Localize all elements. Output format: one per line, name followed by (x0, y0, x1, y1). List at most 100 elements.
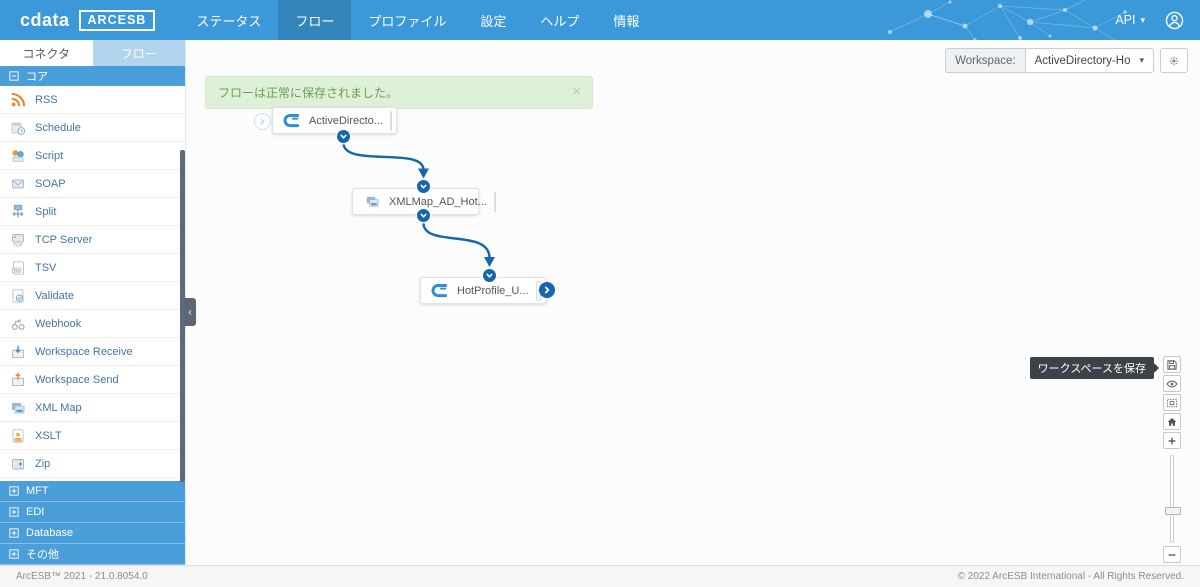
save-workspace-button[interactable] (1163, 356, 1181, 373)
workspace-bar: Workspace: ActiveDirectory-Ho ▾ (945, 48, 1188, 73)
nav-item[interactable]: ヘルプ (540, 13, 580, 29)
connector-item[interactable]: Split (0, 198, 185, 226)
flow-node-activedirectory[interactable]: ActiveDirecto... (272, 107, 397, 134)
connector-label: Webhook (35, 317, 82, 330)
connector-item[interactable]: Zip (0, 450, 185, 478)
flow-node-xmlmap[interactable]: XMLMap_AD_Hot... (352, 188, 496, 215)
connector-item[interactable]: Schedule (0, 114, 185, 142)
node-button-group (389, 110, 392, 131)
navbar-right: API ▾ (1115, 0, 1184, 40)
brand-logo[interactable]: cdata ARCESB (0, 9, 179, 31)
sidebar-section-core[interactable]: コア (0, 66, 185, 86)
eye-icon (1166, 378, 1178, 390)
workspace-label: Workspace: (945, 48, 1025, 73)
connector-icon (10, 400, 26, 416)
fit-view-button[interactable] (1163, 394, 1181, 411)
alert-close-button[interactable]: × (572, 83, 581, 100)
sidebar-section-collapsed[interactable]: その他 (0, 544, 185, 565)
canvas-toolbar: ワークスペースを保存 (1029, 356, 1181, 565)
api-dropdown[interactable]: API ▾ (1115, 13, 1145, 27)
nav-item[interactable]: 設定 (480, 13, 507, 29)
workspace-settings-button[interactable] (1160, 48, 1188, 73)
workspace-select[interactable]: ActiveDirectory-Ho ▾ (1024, 48, 1154, 73)
node-label: ActiveDirecto... (309, 114, 383, 127)
connector-item[interactable]: Validate (0, 282, 185, 310)
trigger-port[interactable] (254, 113, 271, 130)
footer: ArcESB™ 2021 - 21.0.8054.0 © 2022 ArcESB… (0, 565, 1200, 587)
sidebar-collapse-handle[interactable]: ‹ (184, 298, 196, 326)
connector-item[interactable]: XML Map (0, 394, 185, 422)
connector-item[interactable]: SOAP (0, 170, 185, 198)
home-icon (1166, 416, 1178, 428)
node-settings-button[interactable] (495, 193, 496, 211)
connector-label: RSS (35, 93, 58, 106)
minus-icon (1166, 549, 1178, 561)
output-port-down[interactable] (417, 209, 430, 222)
connector-icon (10, 148, 26, 164)
zoom-out-button[interactable] (1163, 546, 1181, 563)
section-label: EDI (26, 506, 45, 518)
output-port-right[interactable] (539, 282, 555, 298)
connector-item[interactable]: Webhook (0, 310, 185, 338)
sidebar-tab[interactable]: コネクタ (0, 40, 93, 66)
connector-icon (10, 288, 26, 304)
input-port-down[interactable] (417, 180, 430, 193)
connector-sidebar: コネクタフロー コア RSS Schedule Script SOAP (0, 40, 186, 565)
connector-icon (10, 316, 26, 332)
connector-item[interactable]: TCP TCP Server (0, 226, 185, 254)
connector-label: Script (35, 149, 64, 162)
sidebar-section-collapsed[interactable]: Database (0, 523, 185, 544)
svg-text:XSLT: XSLT (14, 437, 21, 441)
connector-label: Zip (35, 457, 51, 470)
output-port-down[interactable] (337, 130, 350, 143)
arcesb-logo-badge: ARCESB (78, 9, 156, 31)
zoom-slider (1163, 455, 1181, 543)
zoom-slider-thumb[interactable] (1165, 507, 1181, 515)
zoom-slider-track[interactable] (1170, 455, 1174, 543)
connector-item[interactable]: Workspace Send (0, 366, 185, 394)
connector-item[interactable]: TSV TSV (0, 254, 185, 282)
input-port-down[interactable] (483, 269, 496, 282)
section-label: その他 (26, 549, 59, 561)
home-button[interactable] (1163, 413, 1181, 430)
svg-text:TSV: TSV (13, 268, 20, 272)
nav-item[interactable]: プロファイル (368, 13, 447, 29)
nav-item[interactable]: ステータス (196, 13, 262, 29)
network-decoration-graphic (888, 0, 1127, 40)
preview-button[interactable] (1163, 375, 1181, 392)
connector-icon (10, 204, 26, 220)
cdata-connector-icon (431, 283, 450, 298)
workspace-selected-value: ActiveDirectory-Ho (1034, 54, 1131, 67)
node-button-group (493, 191, 496, 212)
user-account-icon[interactable] (1165, 11, 1184, 30)
sidebar-tabs: コネクタフロー (0, 40, 185, 66)
connector-icon (10, 92, 26, 108)
node-settings-button[interactable] (391, 112, 392, 130)
connector-item[interactable]: XSLT XSLT (0, 422, 185, 450)
sidebar-tab[interactable]: フロー (92, 40, 185, 66)
connector-label: Validate (35, 289, 74, 302)
flow-node-hotprofile[interactable]: HotProfile_U... (420, 277, 547, 304)
node-label: XMLMap_AD_Hot... (389, 195, 487, 208)
gear-icon (1168, 55, 1180, 67)
sidebar-section-collapsed[interactable]: EDI (0, 502, 185, 523)
nav-item[interactable]: 情報 (613, 13, 640, 29)
top-navbar: cdata ARCESB ステータスフロープロファイル 設定 ヘルプ 情報 API ▾ (0, 0, 1200, 40)
connector-item[interactable]: RSS (0, 86, 185, 114)
cdata-connector-icon (283, 113, 302, 128)
main-nav: ステータスフロープロファイル 設定 ヘルプ 情報 (179, 0, 656, 40)
sidebar-scrollbar[interactable] (180, 150, 185, 482)
plus-icon (1166, 435, 1178, 447)
collapse-minus-icon (9, 71, 19, 81)
nav-item[interactable]: フロー (278, 0, 352, 40)
connector-item[interactable]: Workspace Receive (0, 338, 185, 366)
alert-message: フローは正常に保存されました。 (218, 86, 399, 100)
zoom-in-button[interactable] (1163, 432, 1181, 449)
connector-label: XML Map (35, 401, 82, 414)
connector-icon (10, 120, 26, 136)
sidebar-section-collapsed[interactable]: MFT (0, 481, 185, 502)
expand-plus-icon (9, 507, 19, 517)
flow-canvas[interactable]: フローは正常に保存されました。 × ActiveDirecto... (185, 40, 1200, 565)
connector-item[interactable]: Script (0, 142, 185, 170)
connector-label: Workspace Receive (35, 345, 133, 358)
